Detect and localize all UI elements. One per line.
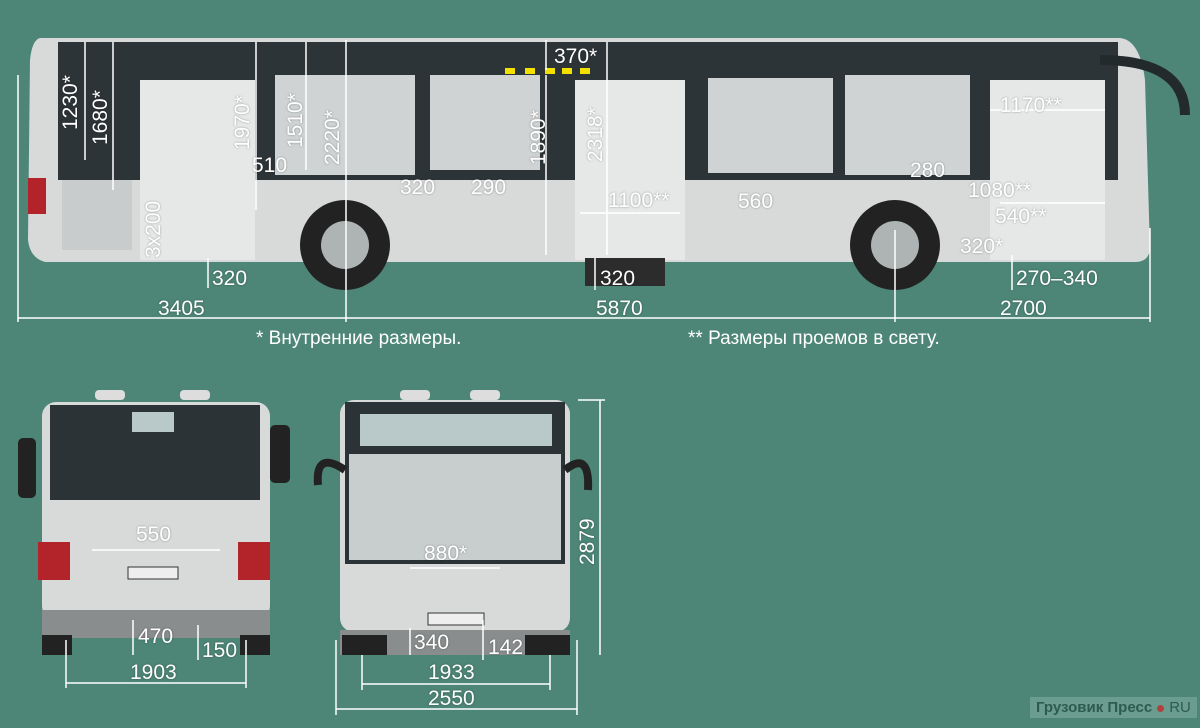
dim-340: 340 [414,631,450,654]
dim-5870: 5870 [596,297,643,320]
rear-dimension-lines [65,549,247,688]
rear-view-bus [18,390,290,655]
dim-3x200: 3x200 [142,200,165,258]
dim-2318: 2318* [584,107,607,162]
dim-1170: 1170** [1000,94,1062,117]
front-dimension-lines [335,399,605,715]
dim-270-340: 270–340 [1016,267,1098,290]
dim-142: 142 [488,636,524,659]
dim-1933: 1933 [428,661,475,684]
note-opening-dimensions: ** Размеры проемов в свету. [688,328,940,349]
note-inner-dimensions: * Внутренние размеры. [256,328,462,349]
dim-2879: 2879 [576,518,599,565]
side-dimension-lines [17,40,1151,322]
dim-290: 290 [471,176,507,199]
watermark-name: Грузовик Пресс [1036,699,1153,716]
dot-icon [1157,705,1165,712]
dim-1970: 1970* [231,95,254,150]
front-view-bus [313,390,593,655]
dim-1680: 1680* [89,90,112,145]
dim-1890: 1890* [527,110,550,165]
dim-150: 150 [202,639,238,662]
dim-3405: 3405 [158,297,205,320]
dim-1080: 1080** [968,179,1032,202]
dim-320-rear-ground: 320 [212,267,248,290]
dim-1510: 1510* [284,93,307,148]
dim-550: 550 [136,523,172,546]
dim-320-mid-ground: 320 [600,267,636,290]
dim-1903: 1903 [130,661,177,684]
watermark-domain: RU [1169,699,1191,716]
watermark-logo: Грузовик Пресс RU [1030,697,1197,718]
dim-2550: 2550 [428,687,475,710]
dim-370: 370* [554,45,598,68]
dim-2220: 2220* [321,110,344,165]
dim-280: 280 [910,159,946,182]
dim-1230: 1230* [59,75,82,130]
dim-880: 880* [424,542,468,565]
dim-320-seat: 320 [400,176,436,199]
dim-320-door: 320* [960,235,1004,258]
dim-1100: 1100** [608,189,670,212]
dim-560: 560 [738,190,774,213]
dim-510: 510 [252,154,288,177]
dim-540: 540** [995,205,1047,228]
dim-2700: 2700 [1000,297,1047,320]
dim-470: 470 [138,625,174,648]
